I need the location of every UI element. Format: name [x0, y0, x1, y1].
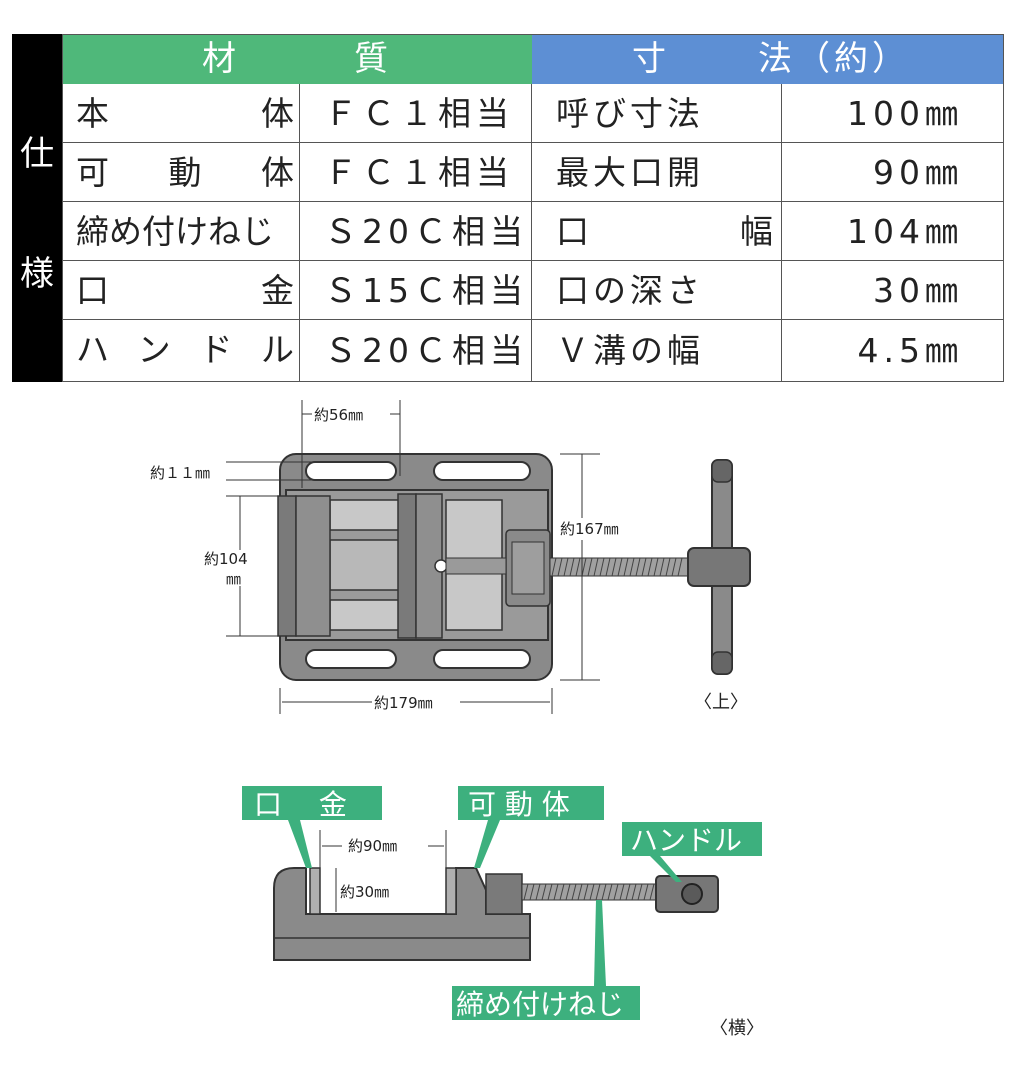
- material-header: 材 質: [62, 34, 532, 84]
- dimension-value-cell: 104㎜: [782, 202, 1004, 261]
- part-name-cell: ハ ン ド ル: [62, 320, 300, 382]
- mount-slot: [305, 461, 397, 481]
- side-view-label: 〈横〉: [710, 1018, 764, 1039]
- part-name-char: 口: [76, 271, 110, 310]
- callout-screw: [452, 986, 640, 1020]
- nut-face: [511, 541, 545, 595]
- screw-inner: [445, 557, 507, 575]
- part-name-cell: 締め付けねじ: [62, 202, 300, 261]
- part-name-char: ル: [260, 330, 295, 369]
- part-name-char: 本: [76, 94, 110, 133]
- material-cell: ＦＣ１相当: [300, 84, 532, 143]
- part-name-char: ド: [199, 330, 234, 369]
- dim-11-label: 約１１㎜: [150, 464, 210, 482]
- part-name-char: 可: [76, 153, 110, 192]
- side-view: 約90㎜ 約30㎜ 口 金 可 動 体 ハンドル 締め付けねじ 〈横〉: [242, 786, 764, 1039]
- part-name-cell: 口 金: [62, 261, 300, 320]
- material-cell: Ｓ15Ｃ相当: [300, 261, 532, 320]
- dim-56-label: 約56㎜: [314, 406, 363, 424]
- part-name-char: ハ: [76, 330, 110, 369]
- top-view: 約56㎜ 約１１㎜ 約104 ㎜ 約167㎜ 約179㎜ 〈上〉: [150, 400, 751, 714]
- dimension-item-cell: Ｖ溝の幅: [532, 320, 782, 382]
- callout-pointer: [474, 820, 500, 868]
- top-view-label: 〈上〉: [694, 692, 748, 713]
- dimension-header-text: 法（約）: [758, 39, 910, 79]
- callout-jaw-label: 口 金: [254, 788, 347, 821]
- material-cell: ＦＣ１相当: [300, 143, 532, 202]
- jaw-plate-side: [309, 867, 321, 915]
- dimension-item-cell: 呼び寸法: [532, 84, 782, 143]
- dimension-value-cell: 4.5㎜: [782, 320, 1004, 382]
- jaw-screw: [434, 559, 448, 573]
- part-name-cell: 可 動 体: [62, 143, 300, 202]
- dimension-value-cell: 30㎜: [782, 261, 1004, 320]
- fixed-jaw-plate: [277, 495, 297, 637]
- handle-end: [711, 651, 733, 675]
- dim-167-label: 約167㎜: [560, 520, 619, 538]
- callout-screw-label: 締め付けねじ: [456, 988, 624, 1021]
- callout-movable-label: 可 動 体: [468, 788, 570, 821]
- handle-hole: [681, 883, 703, 905]
- dimension-header: 寸 法（約）: [532, 34, 1004, 84]
- mount-slot: [433, 649, 531, 669]
- callout-pointer: [594, 900, 606, 986]
- part-name-char: 動: [168, 153, 203, 192]
- dim-30-label: 約30㎜: [340, 883, 389, 901]
- side-label-char: 様: [20, 254, 54, 294]
- material-header-char: 材: [202, 39, 236, 79]
- callout-movable: [458, 786, 604, 820]
- dimension-value-cell: 90㎜: [782, 143, 1004, 202]
- callout-handle-label: ハンドル: [630, 824, 742, 857]
- part-name-cell: 本 体: [62, 84, 300, 143]
- vise-drawings: 約56㎜ 約１１㎜ 約104 ㎜ 約167㎜ 約179㎜ 〈上〉: [150, 400, 764, 1039]
- dimension-header-char: 寸: [632, 39, 666, 79]
- mount-slot: [433, 461, 531, 481]
- side-label-char: 仕: [20, 134, 54, 174]
- part-name-char: 金: [261, 271, 295, 310]
- dimension-item-char: 幅: [740, 212, 777, 251]
- callout-pointer: [650, 856, 682, 882]
- dimension-item-cell: 口の深さ: [532, 261, 782, 320]
- part-name-char: ン: [137, 330, 172, 369]
- dim-179-label: 約179㎜: [374, 694, 433, 712]
- dim-104-unit: ㎜: [226, 570, 241, 588]
- movable-body-side: [485, 873, 523, 915]
- handle-hub: [687, 547, 751, 587]
- material-cell: Ｓ20Ｃ相当: [300, 320, 532, 382]
- callout-handle: [622, 822, 762, 856]
- material-header-char: 質: [354, 39, 388, 79]
- dimension-item-cell: 口 幅: [532, 202, 782, 261]
- callout-jaw: [242, 786, 382, 820]
- movable-jaw-plate: [397, 493, 417, 639]
- material-cell: Ｓ20Ｃ相当: [300, 202, 532, 261]
- part-name-char: 体: [261, 153, 295, 192]
- mount-slot: [305, 649, 397, 669]
- jaw-plate-side: [445, 867, 457, 915]
- guide-bar: [329, 499, 411, 531]
- spec-table: 仕 様 材 質 寸 法（約） 本 体 ＦＣ１相当 呼び寸法 100㎜ 可 動 体…: [12, 34, 1004, 382]
- dimension-item-cell: 最大口開: [532, 143, 782, 202]
- dim-90-label: 約90㎜: [348, 837, 397, 855]
- dim-104-label: 約104: [204, 550, 248, 568]
- dimension-item-char: 口: [556, 212, 593, 251]
- spec-side-label: 仕 様: [12, 34, 62, 382]
- dimension-value-cell: 100㎜: [782, 84, 1004, 143]
- handle-end: [711, 459, 733, 483]
- callout-pointer: [288, 820, 312, 868]
- fixed-jaw: [295, 495, 331, 637]
- part-name-char: 体: [261, 94, 295, 133]
